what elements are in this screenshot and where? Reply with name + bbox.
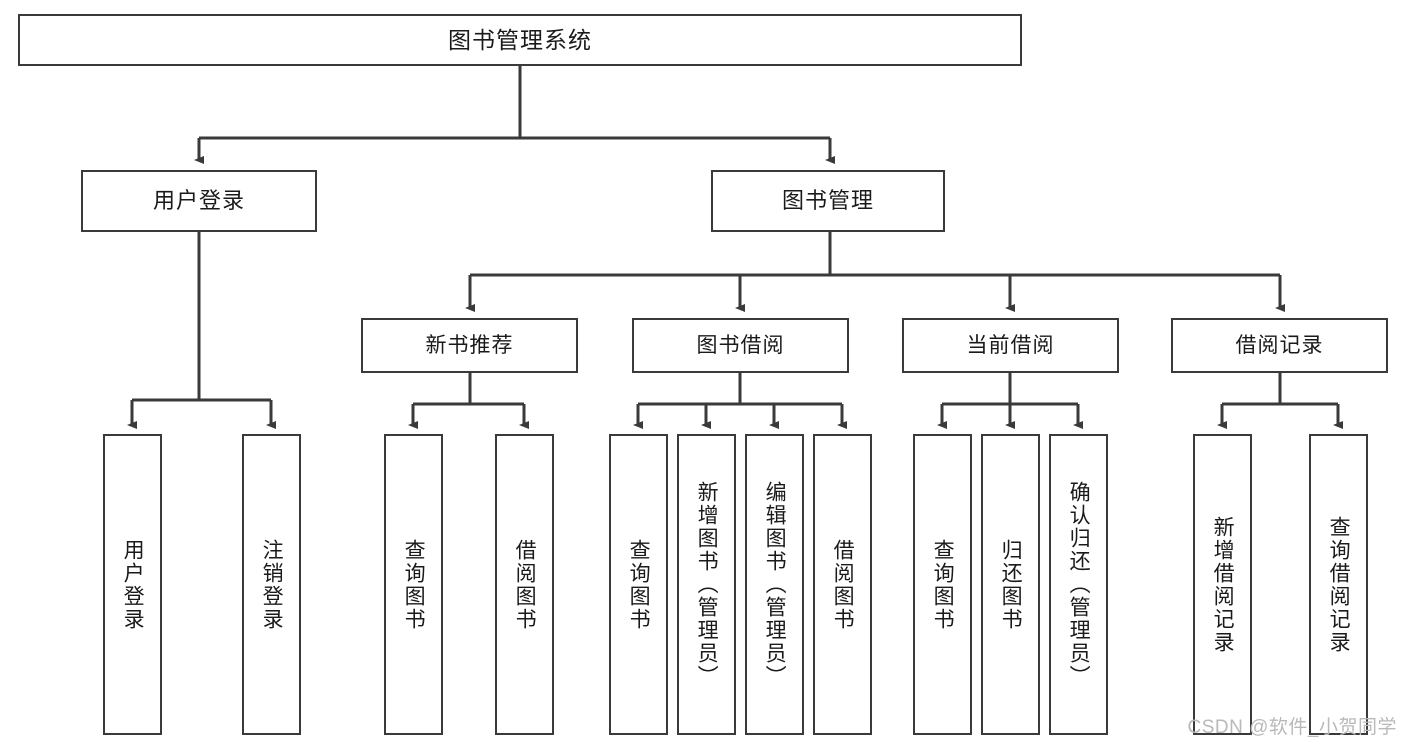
leaf-query-book-current[interactable]: 查询图书: [913, 434, 972, 735]
leaf-add-borrow-record[interactable]: 新增借阅记录: [1193, 434, 1252, 735]
leaf-return-book[interactable]: 归还图书: [981, 434, 1040, 735]
node-label: 确认归还（管理员）: [1067, 481, 1091, 688]
node-label: 当前借阅: [966, 333, 1055, 357]
node-label: 用户登录: [121, 538, 145, 631]
node-user-login[interactable]: 用户登录: [81, 170, 317, 232]
node-label: 新增图书（管理员）: [695, 481, 719, 688]
leaf-query-borrow-record[interactable]: 查询借阅记录: [1309, 434, 1368, 735]
node-label: 查询借阅记录: [1327, 515, 1351, 654]
node-label: 新书推荐: [425, 333, 514, 357]
node-book-management[interactable]: 图书管理: [711, 170, 945, 232]
node-label: 用户登录: [152, 187, 245, 213]
leaf-confirm-return-admin[interactable]: 确认归还（管理员）: [1049, 434, 1108, 735]
node-label: 归还图书: [999, 538, 1023, 631]
node-current-borrow[interactable]: 当前借阅: [902, 318, 1119, 373]
node-label: 借阅图书: [513, 538, 537, 631]
leaf-query-book-borrow[interactable]: 查询图书: [609, 434, 668, 735]
node-label: 借阅记录: [1235, 333, 1324, 357]
node-label: 注销登录: [260, 538, 284, 631]
leaf-borrow-book-recommend[interactable]: 借阅图书: [495, 434, 554, 735]
leaf-edit-book-admin[interactable]: 编辑图书（管理员）: [745, 434, 804, 735]
node-label: 编辑图书（管理员）: [763, 481, 787, 688]
watermark-text: CSDN @软件_小贺同学: [1187, 717, 1397, 738]
node-label: 查询图书: [627, 538, 651, 631]
node-label: 查询图书: [931, 538, 955, 631]
node-label: 借阅图书: [831, 538, 855, 631]
leaf-user-login[interactable]: 用户登录: [103, 434, 162, 735]
node-label: 图书借阅: [696, 333, 785, 357]
node-label: 图书管理: [781, 187, 874, 213]
node-borrow-record[interactable]: 借阅记录: [1171, 318, 1388, 373]
leaf-logout[interactable]: 注销登录: [242, 434, 301, 735]
node-new-book-recommend[interactable]: 新书推荐: [361, 318, 578, 373]
leaf-borrow-book[interactable]: 借阅图书: [813, 434, 872, 735]
node-label: 新增借阅记录: [1211, 515, 1235, 654]
node-label: 图书管理系统: [448, 26, 592, 53]
node-label: 查询图书: [402, 538, 426, 631]
node-book-borrow[interactable]: 图书借阅: [632, 318, 849, 373]
leaf-query-book-recommend[interactable]: 查询图书: [384, 434, 443, 735]
node-root-system[interactable]: 图书管理系统: [18, 14, 1022, 66]
leaf-add-book-admin[interactable]: 新增图书（管理员）: [677, 434, 736, 735]
